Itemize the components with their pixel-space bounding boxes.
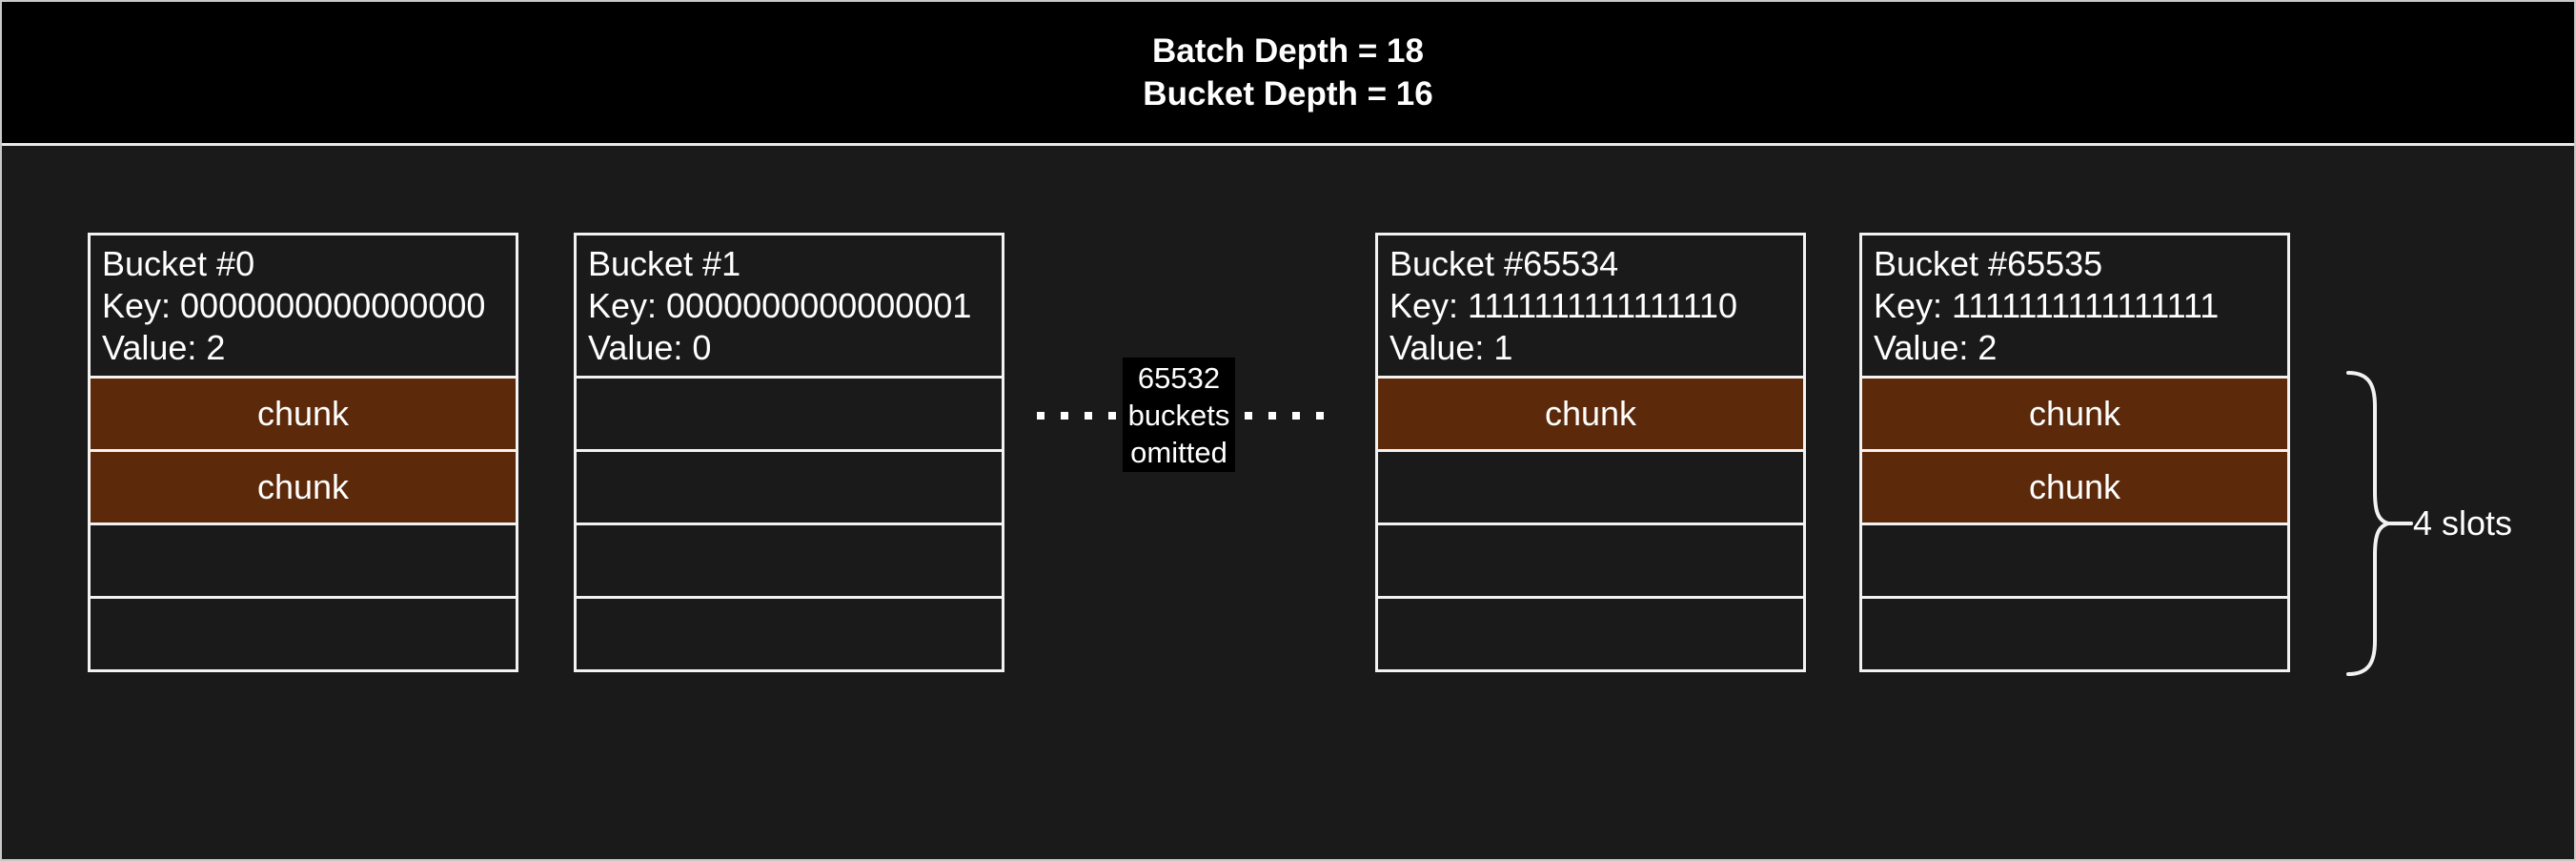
bucket-0-header: Bucket #0 Key: 0000000000000000 Value: 2 xyxy=(91,236,516,376)
ellipsis-dots-right xyxy=(1245,412,1324,420)
bucket-key: Key: 0000000000000001 xyxy=(588,286,972,325)
bucket-1: Bucket #1 Key: 0000000000000001 Value: 0 xyxy=(574,233,1004,672)
ellipsis-dots-left xyxy=(1037,412,1116,420)
bucket-key: Key: 1111111111111110 xyxy=(1389,286,1737,325)
bucket-depth-label: Bucket Depth = 16 xyxy=(1143,75,1433,113)
bucket-title: Bucket #65534 xyxy=(1389,244,1619,283)
bucket-title: Bucket #65535 xyxy=(1874,244,2103,283)
omitted-count: 65532 xyxy=(1137,360,1221,395)
bucket-0-slot-0: chunk xyxy=(91,376,516,449)
bucket-title: Bucket #0 xyxy=(102,244,255,283)
omitted-word-buckets: buckets xyxy=(1127,398,1230,432)
bucket-65535-slot-3 xyxy=(1862,596,2287,669)
omitted-word-omitted: omitted xyxy=(1130,435,1227,469)
slots-count-label: 4 slots xyxy=(2413,503,2513,543)
bucket-65534-slot-2 xyxy=(1378,523,1803,596)
ellipsis-dot xyxy=(1085,412,1092,420)
bucket-65535-slot-1: chunk xyxy=(1862,449,2287,523)
ellipsis-dot xyxy=(1061,412,1068,420)
ellipsis-dot xyxy=(1268,412,1276,420)
bucket-65534-header: Bucket #65534 Key: 1111111111111110 Valu… xyxy=(1378,236,1803,376)
bucket-1-slot-3 xyxy=(577,596,1002,669)
bucket-65535-header: Bucket #65535 Key: 1111111111111111 Valu… xyxy=(1862,236,2287,376)
bucket-value: Value: 0 xyxy=(588,328,712,367)
ellipsis-dot xyxy=(1108,412,1116,420)
bucket-key: Key: 1111111111111111 xyxy=(1874,286,2220,325)
ellipsis-dot xyxy=(1037,412,1045,420)
batch-depth-label: Batch Depth = 18 xyxy=(1152,32,1424,70)
bucket-0-slot-1: chunk xyxy=(91,449,516,523)
diagram-area: Bucket #0 Key: 0000000000000000 Value: 2… xyxy=(2,149,2574,859)
bucket-65534-slot-0: chunk xyxy=(1378,376,1803,449)
bucket-title: Bucket #1 xyxy=(588,244,741,283)
bucket-1-slot-1 xyxy=(577,449,1002,523)
bucket-65535-slot-2 xyxy=(1862,523,2287,596)
bucket-65534: Bucket #65534 Key: 1111111111111110 Valu… xyxy=(1375,233,1806,672)
bucket-65534-slot-3 xyxy=(1378,596,1803,669)
bucket-1-slot-0 xyxy=(577,376,1002,449)
bucket-0: Bucket #0 Key: 0000000000000000 Value: 2… xyxy=(88,233,518,672)
bucket-value: Value: 1 xyxy=(1389,328,1513,367)
header-banner: Batch Depth = 18 Bucket Depth = 16 xyxy=(2,2,2574,146)
bucket-0-slot-3 xyxy=(91,596,516,669)
bucket-value: Value: 2 xyxy=(1874,328,1998,367)
bucket-1-header: Bucket #1 Key: 0000000000000001 Value: 0 xyxy=(577,236,1002,376)
bucket-key: Key: 0000000000000000 xyxy=(102,286,486,325)
bucket-0-slot-2 xyxy=(91,523,516,596)
ellipsis-dot xyxy=(1292,412,1300,420)
bucket-65535-slot-0: chunk xyxy=(1862,376,2287,449)
bucket-value: Value: 2 xyxy=(102,328,226,367)
bucket-1-slot-2 xyxy=(577,523,1002,596)
curly-brace-icon xyxy=(2346,371,2413,676)
bucket-65535: Bucket #65535 Key: 1111111111111111 Valu… xyxy=(1859,233,2290,672)
ellipsis-dot xyxy=(1245,412,1252,420)
omitted-buckets-label: 65532 buckets omitted xyxy=(1123,358,1235,472)
bucket-65534-slot-1 xyxy=(1378,449,1803,523)
ellipsis-dot xyxy=(1316,412,1324,420)
